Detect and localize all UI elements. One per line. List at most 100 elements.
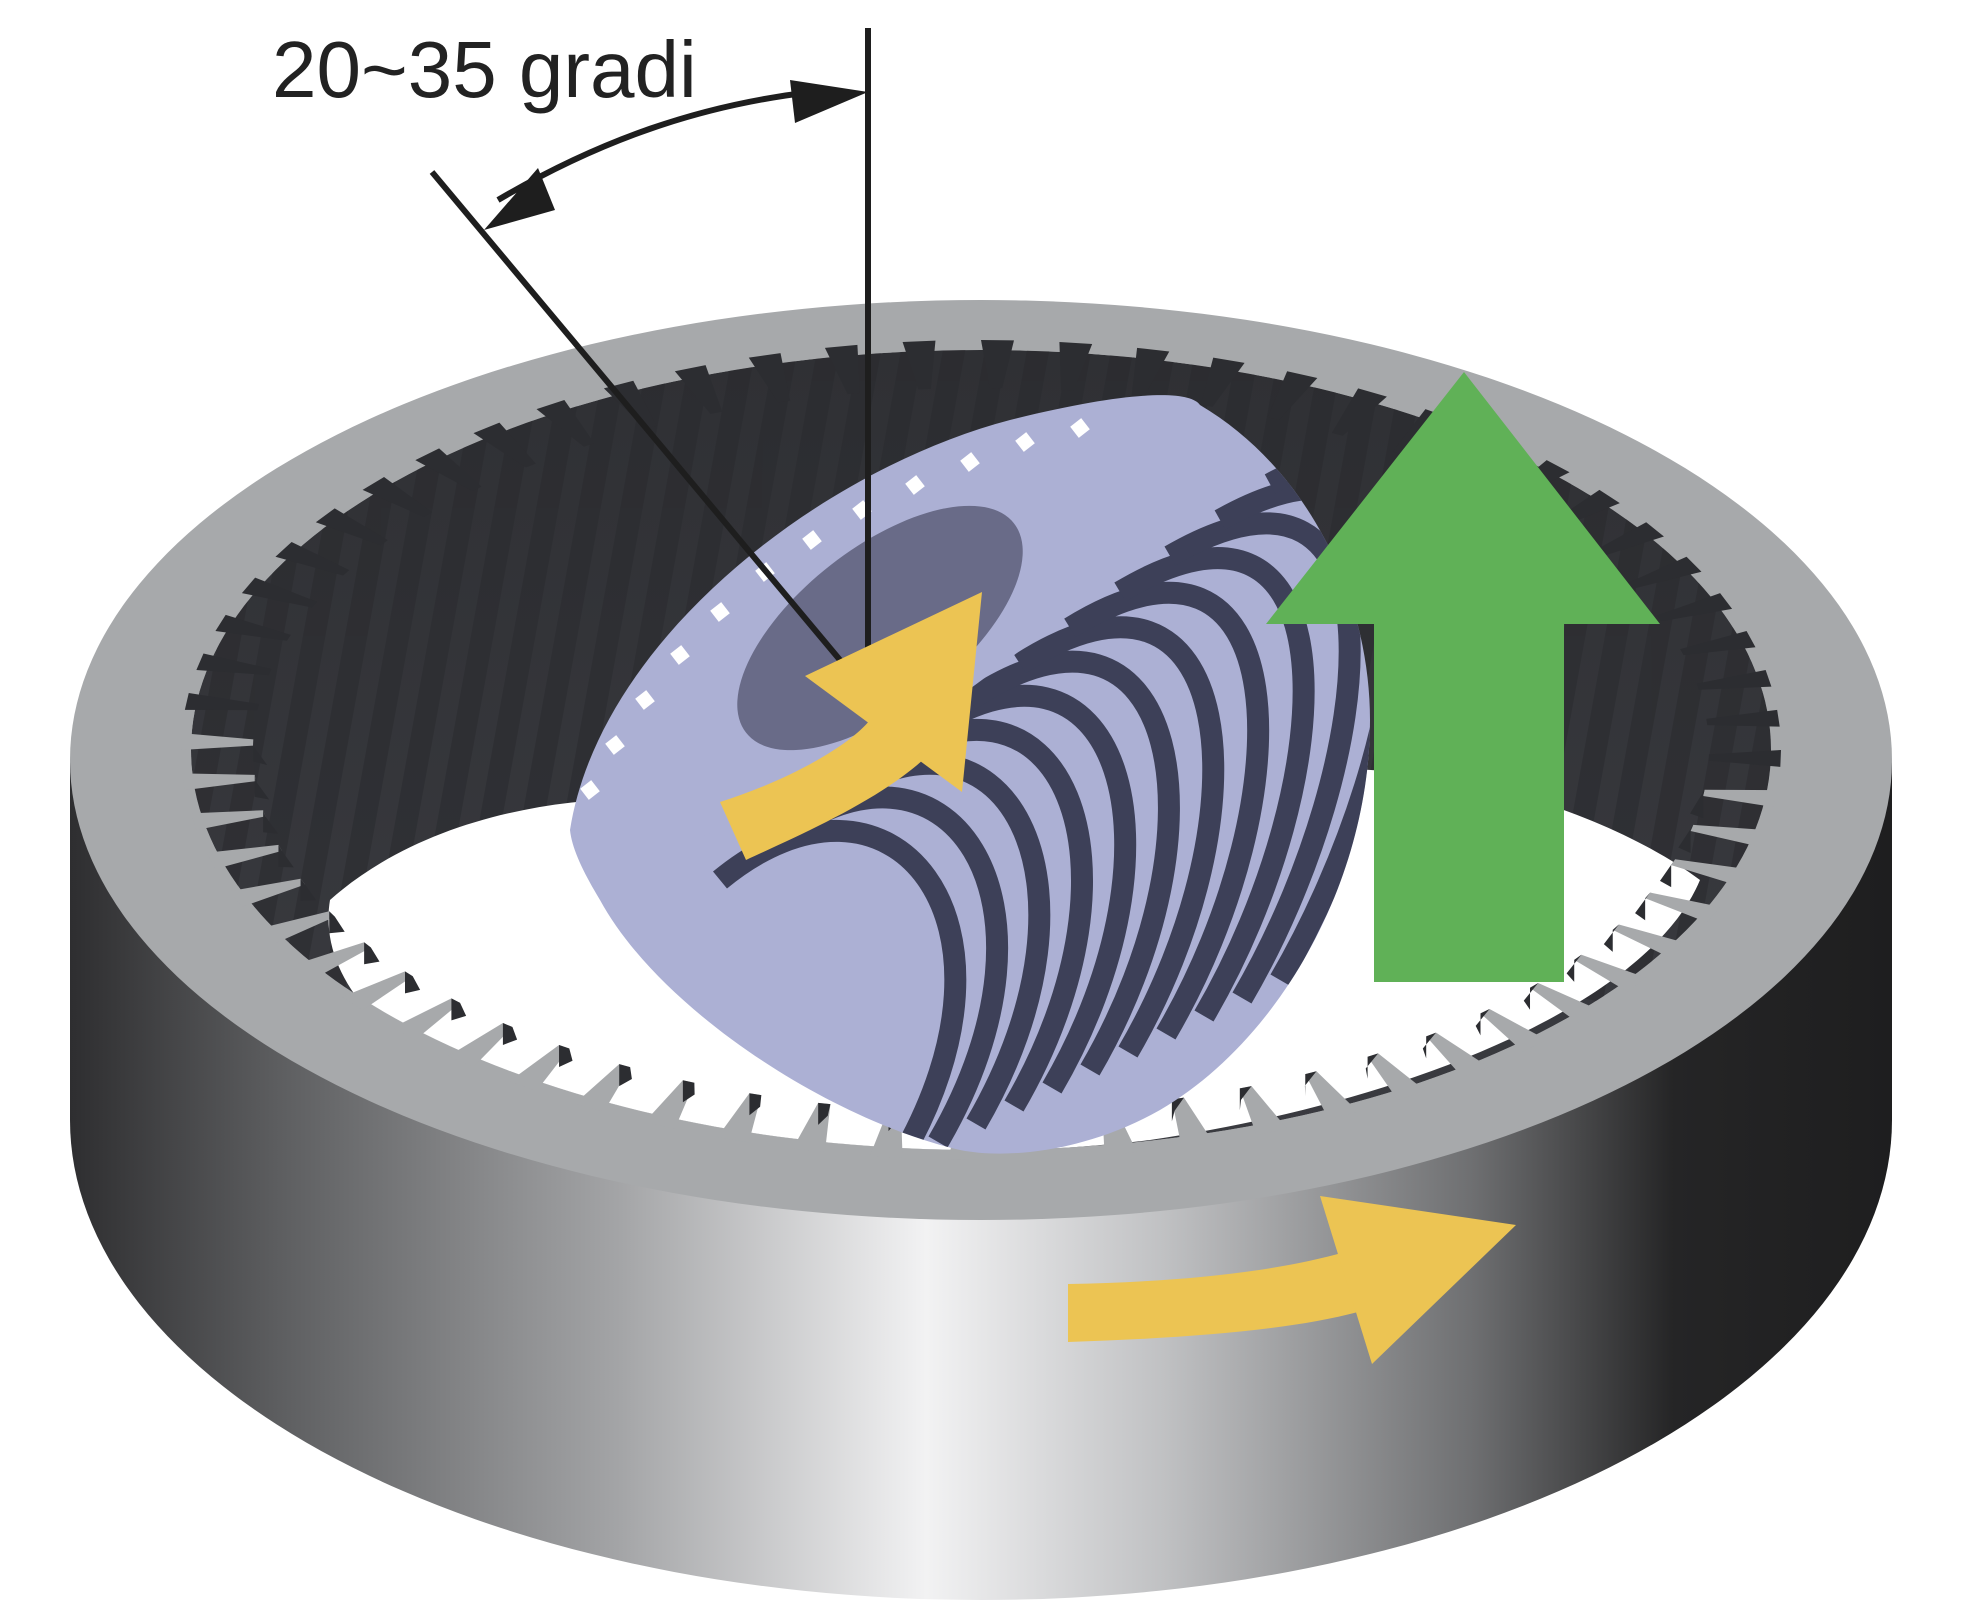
ring-tooth	[448, 1022, 513, 1067]
ring-tooth-shadow	[364, 942, 380, 965]
cutter-groove	[1114, 547, 1315, 1022]
tilted-axis-line	[429, 170, 848, 668]
ring-tooth	[1574, 954, 1647, 992]
ring-tooth	[1627, 556, 1702, 589]
ring-tooth	[196, 653, 272, 676]
cutter-groove	[1164, 512, 1361, 1004]
ring-tooth	[902, 340, 936, 390]
ring-tooth	[1131, 347, 1170, 398]
cutter-face-notch	[1070, 418, 1090, 438]
ring-tooth	[1696, 670, 1772, 690]
ring-tooth-shadow	[1475, 1009, 1490, 1036]
ring-tooth	[241, 577, 317, 608]
ring-tooth	[275, 541, 350, 576]
ring-tooth	[184, 693, 259, 711]
ring-tooth-shadow	[502, 1022, 518, 1045]
cutter-face-notch	[905, 475, 925, 495]
ring-tooth	[392, 998, 461, 1040]
cutter-groove	[1014, 616, 1225, 1058]
cutter-face-notch	[635, 690, 655, 710]
ring-tooth	[1591, 522, 1664, 558]
ring-tooth	[1331, 388, 1387, 436]
ring-tooth-shadow	[1304, 1071, 1317, 1097]
cutter-face-notch	[580, 780, 600, 800]
ring-tooth	[215, 614, 291, 641]
ring-tooth-shadow	[1659, 859, 1676, 888]
cutter-hub	[737, 505, 1023, 751]
ring-tooth-shadow	[749, 1093, 762, 1116]
ring-tooth	[674, 365, 723, 414]
ring-tooth-shadow	[404, 971, 421, 994]
ring-tooth	[824, 344, 860, 395]
ring-tooth	[1530, 982, 1600, 1023]
ring-tooth-shadow	[1635, 892, 1651, 921]
ring-tooth-shadow	[253, 739, 268, 765]
ring-tooth	[260, 911, 335, 944]
ring-tooth	[229, 878, 306, 907]
ring-tooth-shadow	[1422, 1032, 1437, 1059]
cutter-groove	[963, 650, 1180, 1076]
ring-tooth	[206, 844, 282, 870]
ring-tooth	[1708, 750, 1781, 767]
ring-tooth-shadow	[1603, 924, 1619, 952]
ring-tooth	[536, 399, 595, 447]
ring-tooth-shadow	[1690, 789, 1705, 818]
ring-tooth-shadow	[619, 1064, 632, 1087]
ring-tooth-shadow	[559, 1044, 573, 1067]
ring-tooth	[575, 1064, 631, 1112]
ring-tooth-shadow	[1239, 1086, 1252, 1111]
ring-tooth	[1690, 824, 1766, 847]
axial-feed-arrow	[1266, 372, 1660, 982]
ring-tooth-shadow	[1678, 824, 1694, 853]
ring-tooth	[298, 942, 371, 978]
ring-tooth-shadow	[254, 774, 270, 800]
cutter-face-notch	[670, 645, 690, 665]
ring-tooth	[1267, 371, 1318, 420]
ring-tooth	[415, 448, 482, 491]
cutter-face-notch	[1015, 432, 1035, 452]
ring-tooth-shadow	[1566, 954, 1582, 982]
ring-tooth	[473, 422, 536, 468]
ring-tooth	[181, 733, 254, 750]
angle-arrowhead-left	[484, 168, 555, 230]
ring-tooth	[190, 810, 266, 830]
ring-tooth	[1645, 892, 1721, 923]
ring-tooth	[1680, 630, 1756, 656]
ring-tooth-shadow	[278, 844, 294, 868]
ring-tooth	[1706, 709, 1780, 727]
ring-tooth	[1200, 357, 1245, 407]
angle-label: 20~35 gradi	[272, 25, 697, 114]
ring-tooth-shadow	[1523, 982, 1539, 1010]
ring-tooth	[1480, 1009, 1547, 1052]
ring-tooth	[1671, 859, 1747, 886]
ring-tooth-shadow	[300, 878, 317, 901]
ring-tooth	[1612, 924, 1687, 959]
ring-tooth-shadow	[818, 1102, 831, 1125]
ring-tooth-shadow	[682, 1080, 695, 1103]
cutter-face-notch	[960, 452, 980, 472]
ring-tooth-shadow	[1365, 1053, 1379, 1079]
ring-tooth	[1426, 1032, 1489, 1078]
ring-tooth	[1305, 1071, 1359, 1120]
ring-tooth	[182, 773, 256, 791]
ring-tooth	[644, 1080, 695, 1129]
cutter-groove	[913, 684, 1137, 1094]
ring-rotation-arrow	[1068, 1196, 1516, 1364]
ring-tooth	[981, 340, 1014, 389]
cutter-groove	[1064, 581, 1270, 1040]
ring-tooth	[509, 1044, 570, 1091]
ring-tooth	[315, 508, 388, 546]
inner-wall-stripe	[1665, 350, 1771, 1002]
ring-tooth	[362, 477, 432, 518]
ring-tooth	[748, 353, 791, 403]
cutter-face-notch	[710, 602, 730, 622]
ring-tooth-shadow	[329, 911, 345, 934]
ring-teeth	[181, 340, 1781, 1160]
ring-tooth	[1171, 1097, 1214, 1147]
ring-tooth-shadow	[263, 810, 279, 834]
ring-tooth-shadow	[1171, 1097, 1184, 1122]
ring-tooth	[1656, 593, 1733, 622]
ring-tooth-shadow	[451, 998, 467, 1021]
cutter-face-notch	[605, 735, 625, 755]
cutter-rotation-arrow	[720, 592, 982, 860]
